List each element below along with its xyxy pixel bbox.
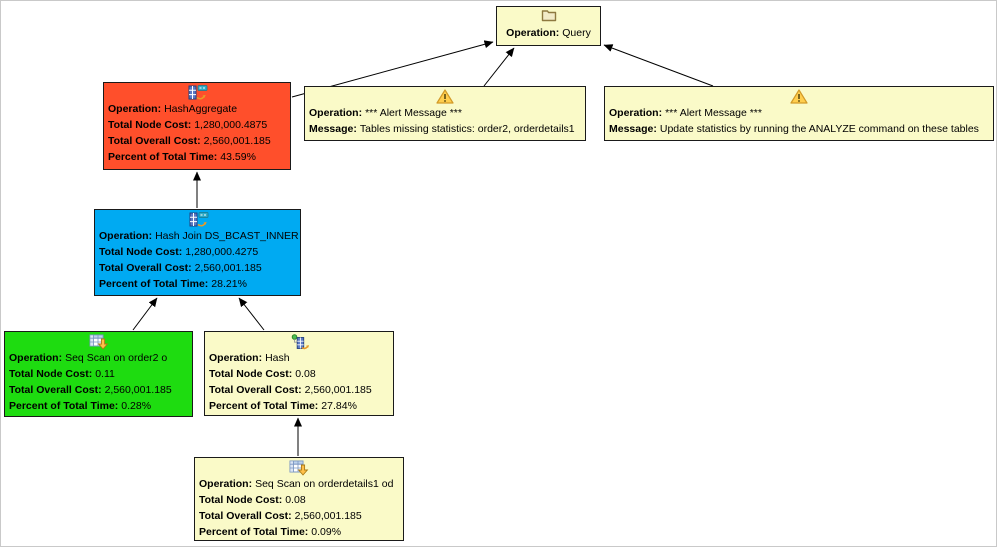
aggregate-icon xyxy=(108,84,286,101)
field-value: *** Alert Message *** xyxy=(365,107,462,119)
field-label: Percent of Total Time: xyxy=(199,526,309,538)
field-value: 0.11 xyxy=(95,368,115,380)
field-label: Total Overall Cost: xyxy=(9,384,102,396)
field-value: 2,560,001.185 xyxy=(194,262,262,274)
field-value: Seq Scan on orderdetails1 od xyxy=(255,478,394,490)
field-label: Operation: xyxy=(199,478,253,490)
field-value: 2,560,001.185 xyxy=(304,384,372,396)
field-label: Operation: xyxy=(609,107,663,119)
folder-icon xyxy=(501,8,596,25)
node-seq-scan-order2[interactable]: Operation:Seq Scan on order2 o Total Nod… xyxy=(4,331,193,417)
hash-icon xyxy=(209,333,389,350)
field-value: Seq Scan on order2 o xyxy=(65,352,168,364)
field-label: Percent of Total Time: xyxy=(209,400,319,412)
field-label: Total Overall Cost: xyxy=(108,135,201,147)
field-label: Percent of Total Time: xyxy=(108,151,218,163)
node-hash-aggregate[interactable]: Operation:HashAggregate Total Node Cost:… xyxy=(103,82,291,170)
field-value: Tables missing statistics: order2, order… xyxy=(359,123,575,135)
edge-hash-to-hash-join xyxy=(238,297,265,331)
field-value: 1,280,000.4275 xyxy=(185,246,259,258)
field-value: Query xyxy=(562,27,591,39)
field-label: Operation: xyxy=(209,352,263,364)
node-alert-missing-stats[interactable]: Operation:*** Alert Message *** Message:… xyxy=(304,86,586,141)
field-value: HashAggregate xyxy=(164,103,238,115)
table-scan-icon xyxy=(9,333,188,350)
field-label: Total Overall Cost: xyxy=(209,384,302,396)
field-label: Percent of Total Time: xyxy=(99,278,209,290)
field-label: Percent of Total Time: xyxy=(9,400,119,412)
field-label: Operation: xyxy=(108,103,162,115)
node-hash[interactable]: Operation:Hash Total Node Cost:0.08 Tota… xyxy=(204,331,394,416)
field-label: Operation: xyxy=(9,352,63,364)
field-label: Operation: xyxy=(309,107,363,119)
node-alert-analyze[interactable]: Operation:*** Alert Message *** Message:… xyxy=(604,86,994,141)
field-label: Total Overall Cost: xyxy=(199,510,292,522)
field-value: 0.28% xyxy=(121,400,152,412)
edge-alert-analyze-to-query xyxy=(603,44,714,87)
field-label: Total Node Cost: xyxy=(9,368,93,380)
join-icon xyxy=(99,211,296,228)
field-label: Total Node Cost: xyxy=(99,246,183,258)
field-label: Message: xyxy=(609,123,657,135)
field-value: 1,280,000.4875 xyxy=(194,119,268,131)
node-hash-join[interactable]: Operation:Hash Join DS_BCAST_INNER Total… xyxy=(94,209,301,296)
field-value: 2,560,001.185 xyxy=(294,510,362,522)
field-value: 0.08 xyxy=(285,494,306,506)
field-label: Total Node Cost: xyxy=(209,368,293,380)
field-label: Operation: xyxy=(506,27,560,39)
warning-icon xyxy=(309,88,581,105)
field-label: Total Node Cost: xyxy=(199,494,283,506)
field-value: 0.09% xyxy=(311,526,342,538)
field-value: Hash Join DS_BCAST_INNER xyxy=(155,230,299,242)
table-scan-icon xyxy=(199,459,399,476)
node-seq-scan-orderdetails1[interactable]: Operation:Seq Scan on orderdetails1 od T… xyxy=(194,457,404,541)
field-value: 43.59% xyxy=(220,151,256,163)
node-query[interactable]: Operation:Query xyxy=(496,6,601,46)
field-label: Operation: xyxy=(99,230,153,242)
edge-alert-missing-stats-to-query xyxy=(483,47,515,87)
field-value: Hash xyxy=(265,352,290,364)
warning-icon xyxy=(609,88,989,105)
field-value: Update statistics by running the ANALYZE… xyxy=(659,123,979,135)
field-value: *** Alert Message *** xyxy=(665,107,762,119)
edge-seq-scan-order2-to-hash-join xyxy=(132,297,158,331)
field-value: 27.84% xyxy=(321,400,357,412)
field-value: 28.21% xyxy=(211,278,247,290)
field-value: 2,560,001.185 xyxy=(203,135,271,147)
field-label: Total Node Cost: xyxy=(108,119,192,131)
field-value: 2,560,001.185 xyxy=(104,384,172,396)
field-label: Message: xyxy=(309,123,357,135)
field-value: 0.08 xyxy=(295,368,316,380)
field-label: Total Overall Cost: xyxy=(99,262,192,274)
